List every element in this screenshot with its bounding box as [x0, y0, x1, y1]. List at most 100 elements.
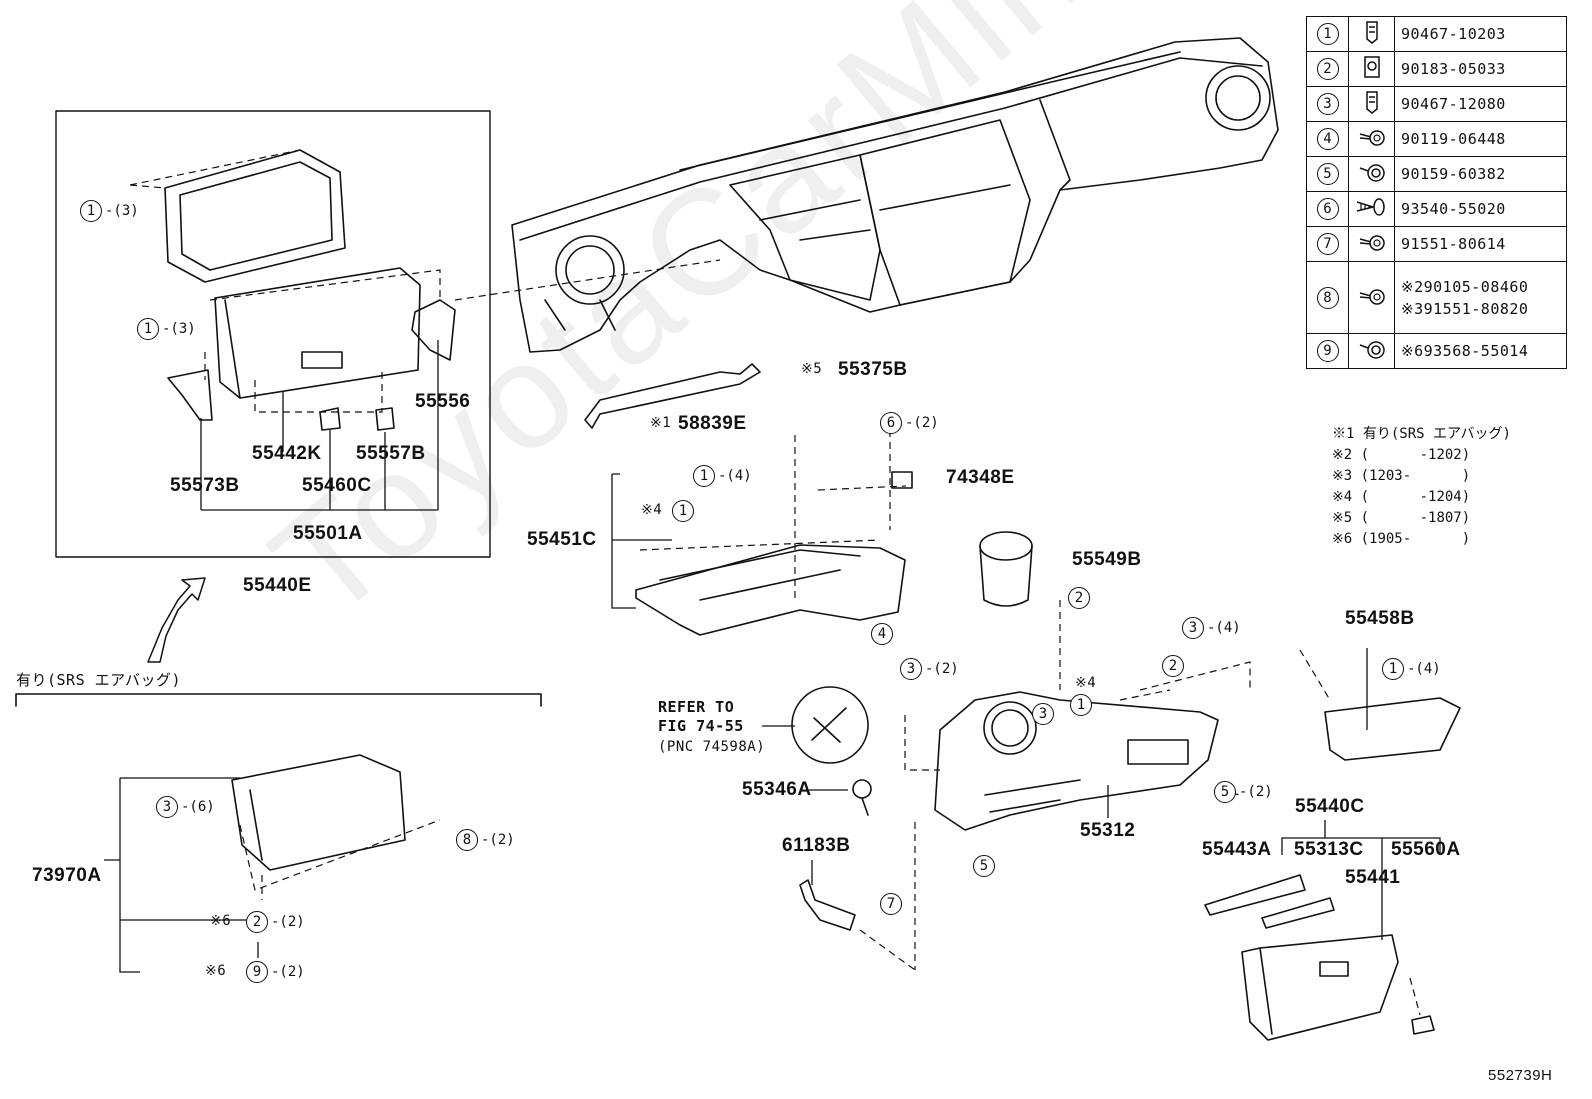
part-55443A: 55443A: [1202, 839, 1272, 860]
callout-number: 6: [880, 412, 902, 434]
legend-part-number: ※290105-08460※391551-80820: [1394, 261, 1567, 334]
screw-washer-icon: [1348, 333, 1395, 369]
airbag-label-drawing: [791, 686, 869, 764]
part-55440E: 55440E: [243, 575, 312, 596]
instrument-panel-drawing: [511, 37, 1279, 353]
srs-glove-box-drawing: [231, 754, 406, 871]
callout-5-b: 5: [973, 855, 998, 877]
callout-number: 9: [246, 961, 268, 983]
part-55501A: 55501A: [293, 523, 363, 544]
legend-number: 9: [1306, 333, 1349, 369]
callout-number: 3: [1182, 617, 1204, 639]
callout-number: 2: [246, 911, 268, 933]
clip-icon: [1348, 86, 1395, 122]
note-mark-5: ※5: [801, 361, 823, 377]
callout-number: 4: [871, 623, 893, 645]
note-mark-1: ※1: [650, 415, 672, 431]
legend-part-number: 90119-06448: [1394, 121, 1567, 157]
detail-frame: [55, 110, 491, 558]
refer-line-2: FIG 74-55: [658, 717, 744, 735]
callout-9: 9-(2): [246, 961, 305, 983]
screw-washer-icon: [1348, 156, 1395, 192]
legend-number: 6: [1306, 191, 1349, 227]
callout-number: 1: [1070, 694, 1092, 716]
callout-number: 2: [1068, 587, 1090, 609]
callout-number: 8: [456, 829, 478, 851]
legend-part-number: 90183-05033: [1394, 51, 1567, 87]
legend-row: 8 ※290105-08460※391551-80820: [1306, 261, 1567, 334]
callout-1-b: 1-(3): [137, 318, 196, 340]
callout-number: 3: [900, 658, 922, 680]
center-panel-drawing: [934, 691, 1219, 831]
part-55442K: 55442K: [252, 443, 322, 464]
callout-number: 1: [672, 500, 694, 522]
legend-part-number: 93540-55020: [1394, 191, 1567, 227]
screw-icon: [1348, 226, 1395, 262]
part-55556: 55556: [415, 391, 471, 412]
footnote-line: ※4 ( -1204): [1332, 489, 1471, 505]
callout-3-c: 3: [1032, 703, 1057, 725]
part-55440C: 55440C: [1295, 796, 1365, 817]
part-55549B: 55549B: [1072, 549, 1142, 570]
footnote-line: ※1 有り(SRS エアバッグ): [1332, 426, 1511, 442]
detail-arrow: [147, 577, 206, 663]
bracket-55375B-drawing: [584, 363, 761, 429]
clip-icon: [1348, 16, 1395, 52]
callout-7: 7: [880, 893, 905, 915]
note-mark-6a: ※6: [210, 913, 232, 929]
footnotes: ※1 有り(SRS エアバッグ)※2 ( -1202)※3 (1203- )※4…: [1332, 424, 1511, 550]
legend-number: 1: [1306, 16, 1349, 52]
part-61183B: 61183B: [782, 835, 851, 856]
part-55312: 55312: [1080, 820, 1136, 841]
screw-icon: [1348, 121, 1395, 157]
callout-8: 8-(2): [456, 829, 515, 851]
callout-number: 1: [137, 318, 159, 340]
part-74348E: 74348E: [946, 467, 1015, 488]
legend-row: 4 90119-06448: [1306, 121, 1567, 157]
footnote-line: ※5 ( -1807): [1332, 510, 1471, 526]
legend-part-number: ※693568-55014: [1394, 333, 1567, 369]
part-55441: 55441: [1345, 867, 1401, 888]
note-mark-6b: ※6: [205, 963, 227, 979]
callout-1-f: 1-(4): [1382, 658, 1441, 680]
callout-number: 7: [880, 893, 902, 915]
callout-2-a: 2: [1068, 587, 1093, 609]
callout-2-c: 2-(2): [246, 911, 305, 933]
legend-number: 8: [1306, 261, 1349, 334]
lower-glove-box-drawing: [1204, 874, 1435, 1041]
figure-id: 552739H: [1488, 1067, 1553, 1084]
tapping-screw-icon: [1348, 191, 1395, 227]
part-55458B: 55458B: [1345, 608, 1415, 629]
cup-holder-drawing: [979, 531, 1033, 607]
legend-row: 9 ※693568-55014: [1306, 333, 1567, 369]
callout-3-d: 3-(6): [156, 796, 215, 818]
callout-number: 5: [1214, 781, 1236, 803]
callout-1-d: 1: [672, 500, 697, 522]
legend-part-number: 90159-60382: [1394, 156, 1567, 192]
callout-number: 1: [693, 465, 715, 487]
part-55557B: 55557B: [356, 443, 426, 464]
side-pad-drawing: [1324, 697, 1461, 761]
callout-3-a: 3-(4): [1182, 617, 1241, 639]
footnote-line: ※3 (1203- ): [1332, 468, 1471, 484]
legend-part-number: 91551-80614: [1394, 226, 1567, 262]
callout-1-c: 1-(4): [693, 465, 752, 487]
part-55460C: 55460C: [302, 475, 372, 496]
legend-number: 4: [1306, 121, 1349, 157]
legend-number: 3: [1306, 86, 1349, 122]
callout-3-b: 3-(2): [900, 658, 959, 680]
callout-number: 1: [80, 200, 102, 222]
note-mark-4b: ※4: [1075, 675, 1097, 691]
glove-box-door-drawing: [164, 149, 456, 431]
callout-number: 3: [156, 796, 178, 818]
legend-number: 7: [1306, 226, 1349, 262]
legend-row: 6 93540-55020: [1306, 191, 1567, 227]
callout-number: 3: [1032, 703, 1054, 725]
callout-number: 2: [1162, 655, 1184, 677]
legend-row: 7 91551-80614: [1306, 226, 1567, 262]
